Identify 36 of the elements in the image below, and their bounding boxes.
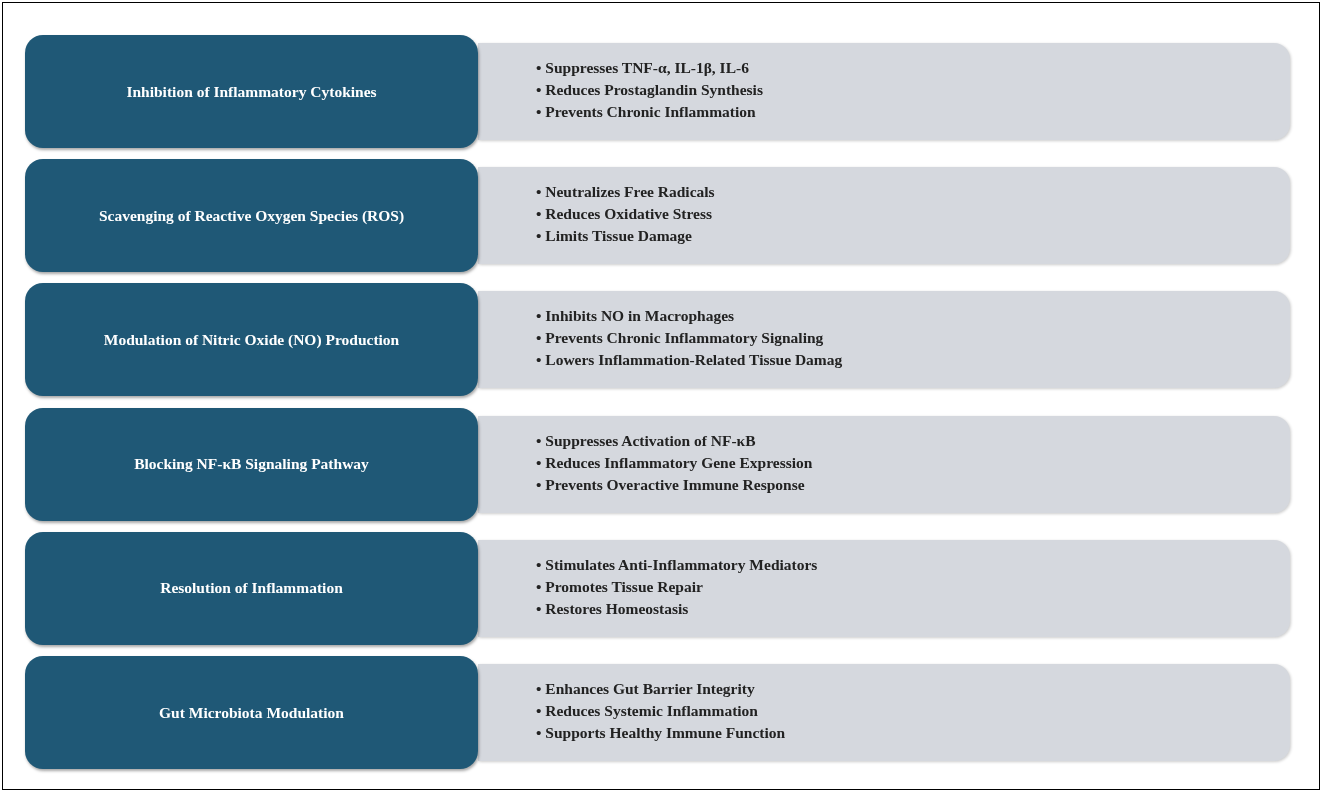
effect-item: • Promotes Tissue Repair [536, 576, 704, 597]
effect-item: • Neutralizes Free Radicals [536, 182, 716, 203]
effects-panel [478, 664, 1290, 761]
effect-item: • Suppresses TNF-α, IL-1β, IL-6 [536, 58, 750, 78]
effect-item: • Reduces Prostaglandin Synthesis [536, 80, 764, 100]
effects-panel [478, 539, 1290, 637]
effect-item: • Lowers Inflammation-Related Tissue Damag [536, 350, 844, 371]
effect-item: • Limits Tissue Damage [536, 226, 693, 247]
effects-panel [478, 291, 1290, 389]
effect-item: • Enhances Gut Barrier Integrity [536, 679, 756, 699]
mechanism-box [25, 407, 478, 521]
effect-item: • Prevents Chronic Inflammatory Signaling [536, 328, 825, 349]
mechanism-title: Modulation of Nitric Oxide (NO) Production [103, 330, 400, 349]
effect-item: • Supports Healthy Immune Function [536, 723, 787, 743]
effect-item: • Suppresses Activation of NF-κB [536, 430, 757, 451]
effect-item: • Prevents Chronic Inflammation [536, 102, 757, 122]
effect-item: • Reduces Inflammatory Gene Expression [536, 452, 814, 473]
mechanism-title: Resolution of Inflammation [160, 579, 343, 598]
mechanism-box [25, 531, 478, 645]
mechanism-title: Scavenging of Reactive Oxygen Species (ROS) [98, 206, 405, 225]
mechanism-box [25, 656, 478, 769]
effect-item: • Inhibits NO in Macrophages [536, 306, 736, 327]
mechanism-box [25, 159, 478, 273]
effect-item: • Restores Homeostasis [536, 598, 690, 619]
mechanism-title: Inhibition of Inflammatory Cytokines [126, 82, 377, 101]
effects-panel [478, 43, 1290, 140]
effect-item: • Reduces Systemic Inflammation [536, 701, 759, 721]
mechanism-box [25, 283, 478, 397]
effect-item: • Stimulates Anti-Inflammatory Mediators [536, 554, 819, 575]
effects-panel [478, 167, 1290, 265]
mechanism-title: Blocking NF-κB Signaling Pathway [134, 455, 369, 474]
effect-item: • Prevents Overactive Immune Response [536, 474, 806, 495]
effects-panel [478, 415, 1290, 513]
effect-item: • Reduces Oxidative Stress [536, 204, 714, 225]
mechanism-box [25, 35, 478, 148]
mechanism-title: Gut Microbiota Modulation [159, 703, 344, 722]
